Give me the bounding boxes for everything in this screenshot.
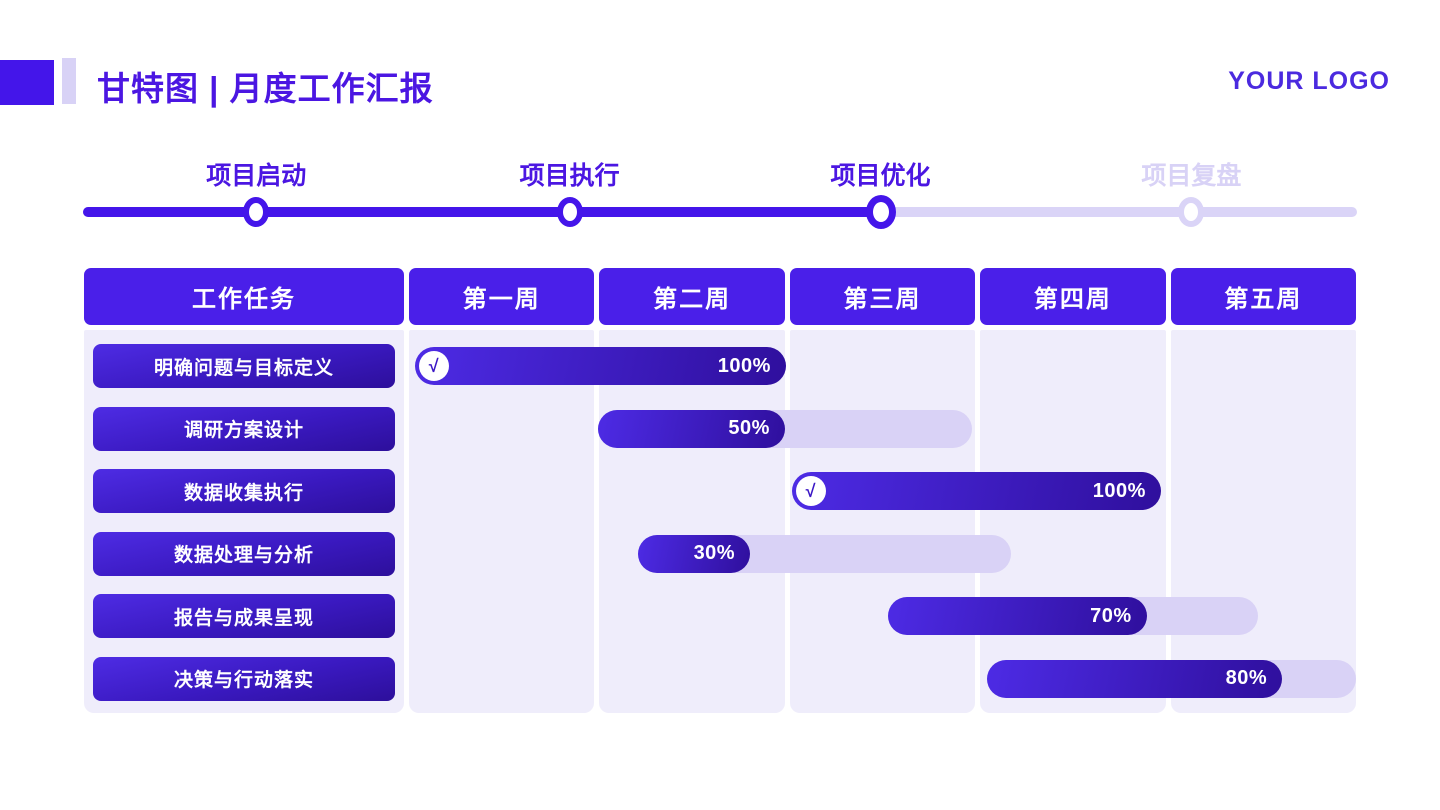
page-title: 甘特图 | 月度工作汇报 — [97, 70, 434, 107]
milestone-label: 项目启动 — [206, 162, 307, 190]
task-row: 明确问题与目标定义 — [84, 335, 404, 398]
gantt-progress-fill: 80% — [986, 659, 1283, 698]
milestone-node — [556, 197, 583, 227]
task-label-button: 决策与行动落实 — [93, 656, 395, 701]
week-header-cell: 第四周 — [980, 268, 1166, 325]
week-column-1 — [409, 330, 595, 713]
percent-label: 80% — [1225, 667, 1268, 689]
gantt-row: √ 100% — [409, 335, 1356, 398]
week-column-2 — [599, 330, 785, 713]
check-icon: √ — [795, 476, 826, 506]
task-label-button: 数据处理与分析 — [93, 531, 395, 576]
gantt-track: 80% — [986, 659, 1356, 698]
percent-label: 100% — [717, 354, 771, 377]
week-header-cell: 第一周 — [409, 268, 595, 325]
task-row: 数据处理与分析 — [84, 523, 404, 586]
percent-label: 50% — [728, 417, 770, 439]
task-row: 决策与行动落实 — [84, 648, 404, 711]
gantt-row: 70% — [409, 585, 1356, 648]
task-column-header: 工作任务 — [84, 268, 404, 325]
gantt-body: 明确问题与目标定义调研方案设计数据收集执行数据处理与分析报告与成果呈现决策与行动… — [84, 330, 1357, 713]
task-column: 明确问题与目标定义调研方案设计数据收集执行数据处理与分析报告与成果呈现决策与行动… — [84, 330, 404, 713]
week-header-cell: 第五周 — [1170, 268, 1357, 325]
gantt-progress-fill: 50% — [598, 409, 785, 448]
gantt-row: √ 100% — [409, 460, 1356, 523]
gantt-progress-fill: 70% — [888, 597, 1147, 635]
gantt-row: 30% — [409, 523, 1356, 586]
logo-text: YOUR LOGO — [1228, 67, 1390, 95]
task-row: 数据收集执行 — [84, 460, 404, 523]
check-icon: √ — [418, 351, 449, 381]
gantt-track: 70% — [888, 597, 1258, 635]
timeline-track — [83, 207, 1357, 217]
gantt-progress-fill: √ 100% — [414, 347, 786, 385]
gantt-track: 50% — [598, 409, 972, 448]
gantt-track: √ 100% — [414, 347, 786, 385]
milestone-node — [1178, 197, 1205, 227]
task-label-button: 报告与成果呈现 — [93, 594, 395, 639]
percent-label: 70% — [1090, 604, 1132, 627]
task-label-button: 数据收集执行 — [93, 469, 395, 514]
gantt-progress-fill: 30% — [638, 534, 751, 573]
week-column-5 — [1170, 330, 1357, 713]
gantt-progress-fill: √ 100% — [791, 472, 1161, 510]
week-header-cell: 第二周 — [599, 268, 785, 325]
timeline-progress — [83, 207, 881, 217]
gantt-track: √ 100% — [791, 472, 1161, 510]
accent-bar — [62, 58, 76, 104]
week-column-4 — [980, 330, 1166, 713]
accent-square — [0, 60, 54, 105]
gantt-row: 50% — [409, 398, 1356, 461]
project-phase-timeline: 项目启动 项目执行 项目优化 项目复盘 — [83, 150, 1357, 260]
milestone-node — [865, 195, 896, 229]
milestone-label: 项目优化 — [830, 162, 931, 190]
percent-label: 100% — [1092, 479, 1146, 502]
week-header-cell: 第三周 — [789, 268, 976, 325]
milestone-node — [243, 197, 270, 227]
percent-label: 30% — [693, 542, 736, 564]
gantt-header-row: 工作任务第一周第二周第三周第四周第五周 — [84, 268, 1357, 325]
gantt-table: 工作任务第一周第二周第三周第四周第五周 明确问题与目标定义调研方案设计数据收集执… — [84, 268, 1357, 713]
task-row: 报告与成果呈现 — [84, 585, 404, 648]
task-label-button: 明确问题与目标定义 — [93, 344, 395, 389]
week-column-3 — [789, 330, 976, 713]
milestone-label: 项目复盘 — [1141, 162, 1242, 190]
task-row: 调研方案设计 — [84, 398, 404, 461]
gantt-bars-overlay: √ 100% 50% √ 100% 30% 70% 80% — [409, 330, 1356, 713]
task-label-button: 调研方案设计 — [93, 406, 395, 451]
gantt-track: 30% — [638, 534, 1012, 573]
gantt-row: 80% — [409, 648, 1356, 711]
milestone-label: 项目执行 — [519, 162, 620, 190]
